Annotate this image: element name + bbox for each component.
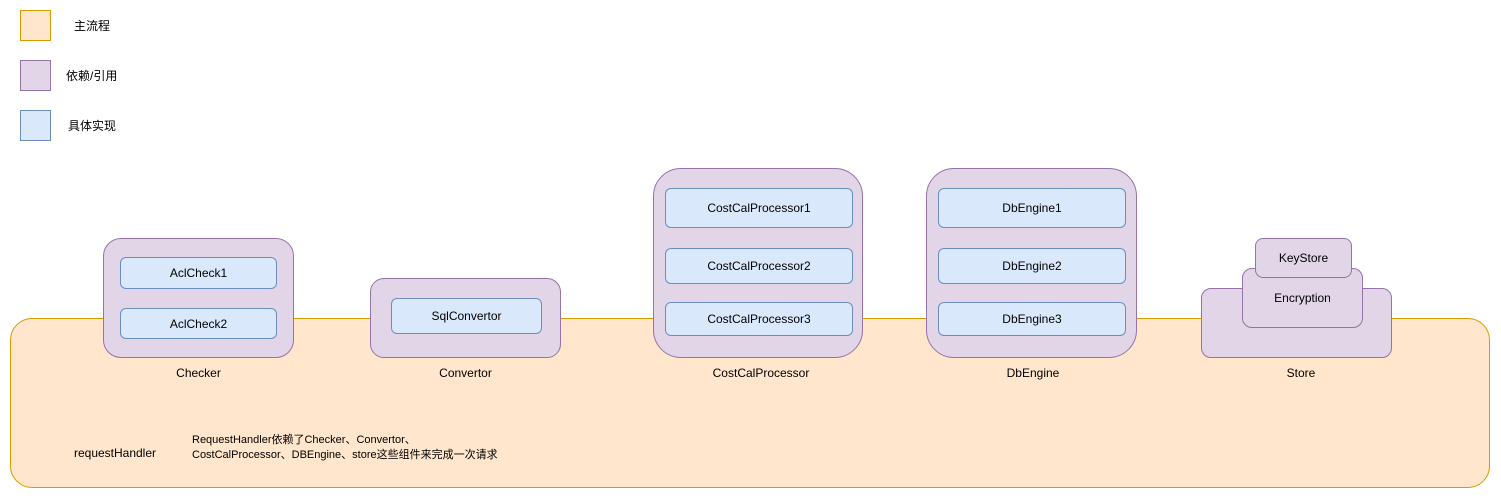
db-engine-label: DbEngine <box>1006 366 1060 380</box>
request-handler-label: requestHandler <box>73 446 157 460</box>
legend-swatch-dependency <box>20 60 51 91</box>
checker-label: Checker <box>176 366 221 380</box>
key-store-box[interactable]: KeyStore <box>1255 238 1352 278</box>
request-handler-description: RequestHandler依赖了Checker、Convertor、 Cost… <box>192 434 498 461</box>
cost-cal-processor-label: CostCalProcessor <box>712 366 810 380</box>
db-engine-2-box[interactable]: DbEngine2 <box>938 248 1126 284</box>
acl-check-1-box[interactable]: AclCheck1 <box>120 257 277 289</box>
checker-group[interactable] <box>103 238 294 358</box>
legend-label-implementation: 具体实现 <box>68 119 117 133</box>
legend-label-dependency: 依赖/引用 <box>66 69 118 83</box>
encryption-box[interactable]: Encryption <box>1242 268 1363 328</box>
convertor-label: Convertor <box>439 366 492 380</box>
sql-convertor-box[interactable]: SqlConvertor <box>391 298 542 334</box>
db-engine-3-box[interactable]: DbEngine3 <box>938 302 1126 336</box>
legend-label-main-flow: 主流程 <box>74 19 111 33</box>
store-label: Store <box>1286 366 1316 380</box>
legend-swatch-main-flow <box>20 10 51 41</box>
legend-swatch-implementation <box>20 110 51 141</box>
cost-cal-processor-2-box[interactable]: CostCalProcessor2 <box>665 248 853 284</box>
cost-cal-processor-1-box[interactable]: CostCalProcessor1 <box>665 188 853 228</box>
cost-cal-processor-3-box[interactable]: CostCalProcessor3 <box>665 302 853 336</box>
db-engine-1-box[interactable]: DbEngine1 <box>938 188 1126 228</box>
acl-check-2-box[interactable]: AclCheck2 <box>120 308 277 339</box>
